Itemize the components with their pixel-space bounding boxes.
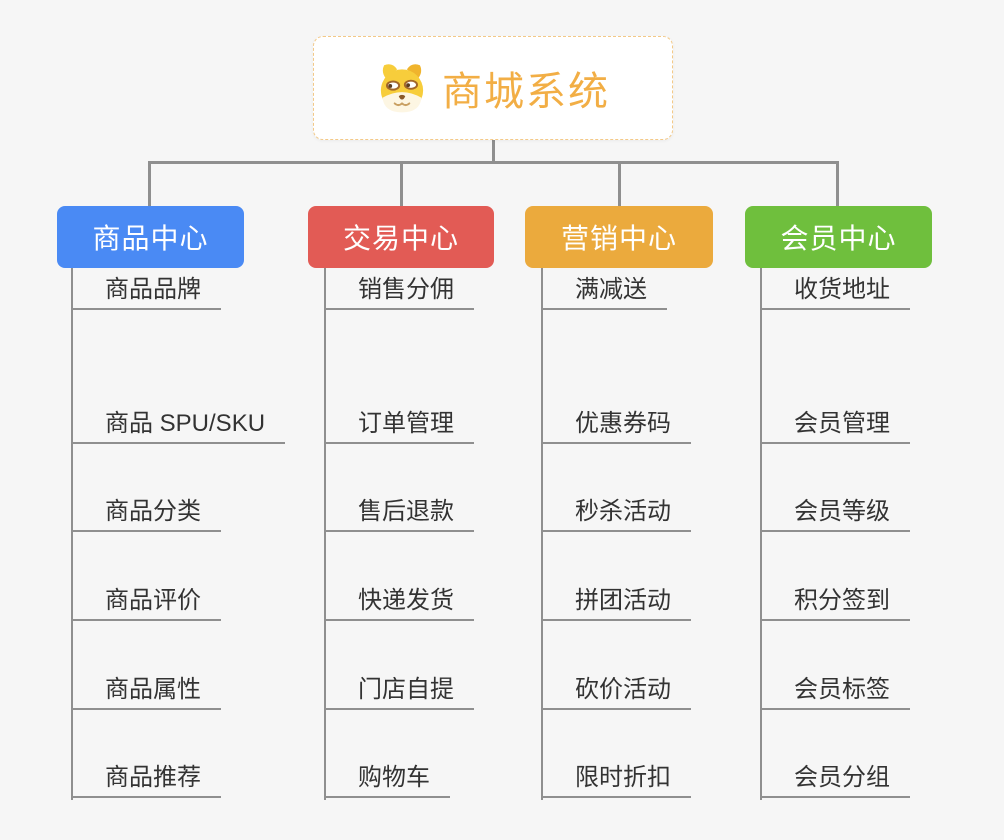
branch-members[interactable]: 会员中心	[745, 206, 932, 268]
column-members-line	[760, 268, 762, 800]
leaf-node[interactable]: 商品品牌	[71, 268, 221, 310]
branch-trade[interactable]: 交易中心	[308, 206, 494, 268]
leaf-node[interactable]: 购物车	[324, 756, 450, 798]
column-marketing-line	[541, 268, 543, 800]
leaf-node[interactable]: 积分签到	[760, 579, 910, 621]
leaf-node[interactable]: 商品评价	[71, 579, 221, 621]
root-node[interactable]: 商城系统	[313, 36, 673, 140]
leaf-node[interactable]: 商品分类	[71, 490, 221, 532]
leaf-node[interactable]: 商品推荐	[71, 756, 221, 798]
leaf-node[interactable]: 秒杀活动	[541, 490, 691, 532]
leaf-node[interactable]: 商品 SPU/SKU	[71, 402, 286, 444]
drop-line-marketing	[618, 161, 621, 207]
leaf-node[interactable]: 会员标签	[760, 668, 910, 710]
branch-bus-line	[148, 161, 839, 164]
leaf-node[interactable]: 售后退款	[324, 490, 474, 532]
drop-line-trade	[400, 161, 403, 207]
column-products-line	[71, 268, 73, 800]
leaf-node[interactable]: 砍价活动	[541, 668, 691, 710]
root-title: 商城系统	[442, 70, 610, 114]
leaf-node[interactable]: 会员等级	[760, 490, 910, 532]
leaf-node[interactable]: 满减送	[541, 268, 667, 310]
root-stem-line	[492, 140, 495, 163]
branch-marketing[interactable]: 营销中心	[525, 206, 713, 268]
leaf-node[interactable]: 会员分组	[760, 756, 910, 798]
doge-icon	[380, 64, 424, 113]
leaf-node[interactable]: 收货地址	[760, 268, 910, 310]
leaf-node[interactable]: 快递发货	[324, 579, 474, 621]
drop-line-products	[148, 161, 151, 207]
leaf-node[interactable]: 拼团活动	[541, 579, 691, 621]
leaf-node[interactable]: 商品属性	[71, 668, 221, 710]
branch-products[interactable]: 商品中心	[57, 206, 244, 268]
drop-line-members	[836, 161, 839, 207]
leaf-node[interactable]: 优惠券码	[541, 402, 691, 444]
leaf-node[interactable]: 会员管理	[760, 402, 910, 444]
leaf-node[interactable]: 门店自提	[324, 668, 474, 710]
leaf-node[interactable]: 销售分佣	[324, 268, 474, 310]
leaf-node[interactable]: 限时折扣	[541, 756, 691, 798]
leaf-node[interactable]: 订单管理	[324, 402, 474, 444]
column-trade-line	[324, 268, 326, 800]
